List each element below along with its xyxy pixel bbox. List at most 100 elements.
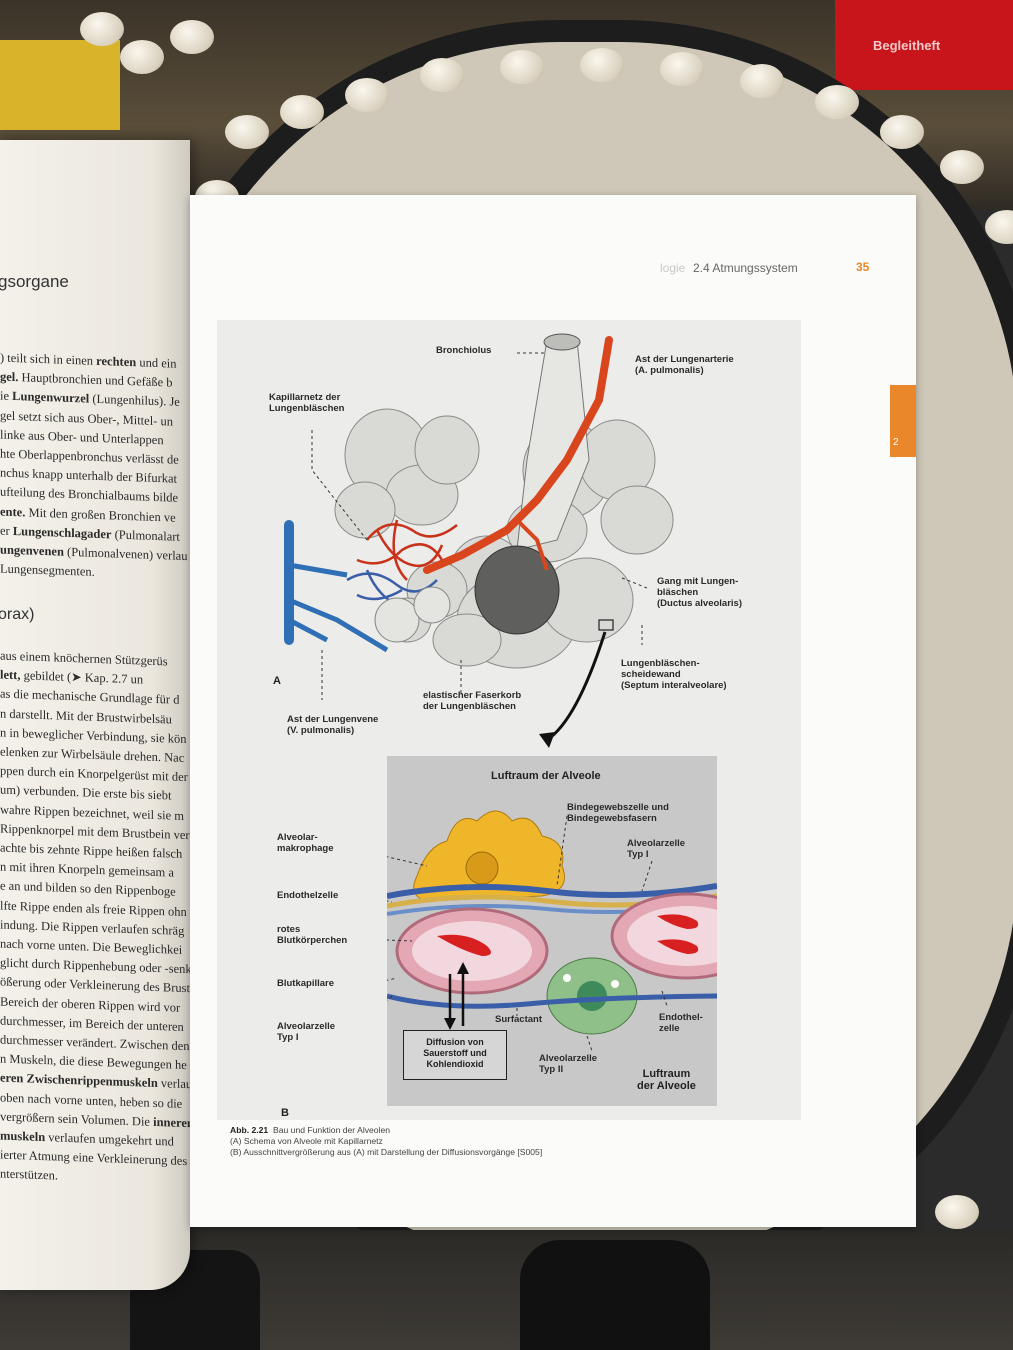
- label-kapillarnetz: Kapillarnetz der Lungenbläschen: [269, 392, 345, 414]
- alveolar-sac-dark: [474, 545, 560, 635]
- chair-bead: [660, 52, 704, 86]
- chapter-tab: 2: [890, 385, 916, 457]
- figure-b-title: Luftraum der Alveole: [491, 770, 601, 782]
- figure-a-alveoli-schematic: Bronchiolus Ast der Lungenarterie (A. pu…: [217, 320, 801, 750]
- left-page-heading: gsorgane: [0, 272, 69, 291]
- label-endothelzelle: Endothelzelle: [277, 890, 339, 901]
- book-label: Begleitheft: [873, 38, 941, 53]
- pulmonary-artery: [423, 336, 613, 574]
- text-run-bold: gel.: [0, 369, 19, 385]
- chair-bead: [280, 95, 324, 129]
- left-page-paragraph-1: ) teilt sich in einen rechten und ein gel…: [0, 349, 190, 586]
- label-faserkorb: elastischer Faserkorb der Lungenbläschen: [423, 690, 522, 712]
- label-alveolarzelle-typ1-left: Alveolarzelle Typ I: [277, 1021, 336, 1043]
- background-book-yellow: [0, 40, 120, 130]
- text-run: Mit den großen Bronchien ve: [25, 505, 176, 525]
- figure-letter-a: A: [273, 675, 281, 687]
- figure-letter-b: B: [281, 1107, 289, 1119]
- text-run: ) teilt sich in einen: [0, 350, 97, 368]
- text-run-bold: ungenvenen: [0, 542, 64, 559]
- figure-panel: Bronchiolus Ast der Lungenarterie (A. pu…: [217, 320, 801, 1120]
- text-run: Bereich der oberen Rippen wird vor: [0, 994, 181, 1015]
- left-book-page: gsorgane ) teilt sich in einen rechten u…: [0, 140, 190, 1290]
- chair-bead: [815, 85, 859, 119]
- text-run: (Pulmonalvenen) verlau: [63, 544, 188, 564]
- label-endothelzelle-2: Endothel- zelle: [659, 1012, 703, 1034]
- text-run: n darstellt. Mit der Brustwirbelsäu: [0, 706, 172, 727]
- shoe-right: [520, 1240, 710, 1350]
- chair-bead: [80, 12, 124, 46]
- label-luftraum-bottom: Luftraum der Alveole: [637, 1068, 696, 1092]
- figure-b-diffusion-detail: Luftraum der Alveole Bindegewebszelle un…: [277, 756, 764, 1106]
- text-run-bold: Lungenschlagader: [12, 523, 112, 542]
- figure-caption: Abb. 2.21 Bau und Funktion der Alveolen …: [230, 1125, 542, 1158]
- text-run: ie: [0, 388, 13, 404]
- leader-lines: [311, 352, 648, 700]
- chair-bead: [985, 210, 1013, 244]
- chapter-tab-number: 2: [893, 437, 899, 448]
- text-run: e an und bilden so den Rippenboge: [0, 878, 176, 900]
- text-run-bold: ente.: [0, 504, 26, 520]
- label-blutkapillare: Blutkapillare: [277, 978, 335, 989]
- chair-bead: [420, 58, 464, 92]
- capillary-network-red: [356, 519, 458, 581]
- text-run: as die mechanische Grundlage für d: [0, 686, 180, 708]
- text-run-bold: eren Zwischenrippenmuskeln: [0, 1070, 158, 1091]
- text-run: n mit ihren Knorpeln gemeinsam a: [0, 859, 174, 880]
- label-bronchiolus: Bronchiolus: [436, 345, 492, 356]
- label-lungenvene: Ast der Lungenvene (V. pulmonalis): [287, 714, 379, 736]
- text-run: nterstützen.: [0, 1166, 58, 1184]
- text-run: aus einem knöchernen Stützgerüs: [0, 648, 168, 669]
- red-blood-cell-left: [437, 934, 491, 956]
- chair-bead: [120, 40, 164, 74]
- label-surfactant: Surfactant: [495, 1014, 542, 1025]
- chair-bead: [345, 78, 389, 112]
- text-run: vergrößern sein Volumen. Die: [0, 1109, 154, 1129]
- text-run: verlaufen umgekehrt und: [45, 1130, 174, 1149]
- alveoli-illustration: [284, 333, 674, 748]
- label-rotes-blutkoerperchen: rotes Blutkörperchen: [277, 924, 348, 946]
- caption-title: Bau und Funktion der Alveolen: [273, 1125, 391, 1135]
- text-run: gel setzt sich aus Ober-, Mittel- un: [0, 408, 173, 429]
- chair-bead: [880, 115, 924, 149]
- text-run-bold: Lungenwurzel: [12, 389, 90, 407]
- chair-bead: [935, 1195, 979, 1229]
- text-run: und ein: [136, 355, 177, 371]
- text-run-bold: lett,: [0, 667, 21, 683]
- label-alveolarzelle-typ1-right: Alveolarzelle Typ I: [627, 838, 686, 860]
- chair-bead: [940, 150, 984, 184]
- label-lungenarterie: Ast der Lungenarterie (A. pulmonalis): [635, 354, 734, 376]
- diffusion-box: Diffusion von Sauerstoff und Kohlendioxi…: [403, 1030, 507, 1080]
- text-run: (Pulmonalart: [111, 527, 180, 544]
- chair-bead: [580, 48, 624, 82]
- text-run: (Lungenhilus). Je: [89, 392, 180, 410]
- chair-bead: [225, 115, 269, 149]
- text-run-bold: rechten: [96, 353, 137, 370]
- text-run: linke aus Ober- und Unterlappen: [0, 427, 164, 448]
- chair-bead: [500, 50, 544, 84]
- text-run: ufteilung des Bronchialbaums bilde: [0, 484, 179, 506]
- chair-bead: [170, 20, 214, 54]
- left-page-heading-2: orax): [0, 606, 35, 623]
- text-run: Lungensegmenten.: [0, 561, 95, 580]
- caption-line-a: (A) Schema von Alveole mit Kapillarnetz: [230, 1136, 383, 1146]
- text-run: Hauptbronchien und Gefäße b: [18, 370, 173, 390]
- page-number: 35: [856, 260, 870, 274]
- running-header-chapter: logie: [660, 261, 686, 275]
- text-run-bold: inneren: [153, 1114, 190, 1131]
- text-run: gebildet (➤ Kap. 2.7 un: [20, 668, 144, 687]
- caption-id: Abb. 2.21: [230, 1125, 269, 1135]
- label-alveolarzelle-typ2: Alveolarzelle Typ II: [539, 1053, 598, 1075]
- background-book-red: Begleitheft: [835, 0, 1013, 90]
- chair-bead: [740, 64, 784, 98]
- right-book-page: logie 2.4 Atmungssystem 35 2: [190, 195, 916, 1227]
- label-bindegewebszelle: Bindegewebszelle und Bindegewebsfasern: [567, 802, 669, 824]
- label-makrophage: Alveolar- makrophage: [277, 832, 334, 854]
- label-gang-lungenblaeschen: Gang mit Lungen- bläschen (Ductus alveol…: [657, 576, 742, 609]
- text-run: er: [0, 523, 13, 538]
- running-header-section: 2.4 Atmungssystem: [693, 261, 798, 275]
- label-septum: Lungenbläschen- scheidewand (Septum inte…: [621, 658, 727, 691]
- text-run-bold: muskeln: [0, 1128, 46, 1145]
- caption-line-b: (B) Ausschnittvergrößerung aus (A) mit D…: [230, 1147, 543, 1157]
